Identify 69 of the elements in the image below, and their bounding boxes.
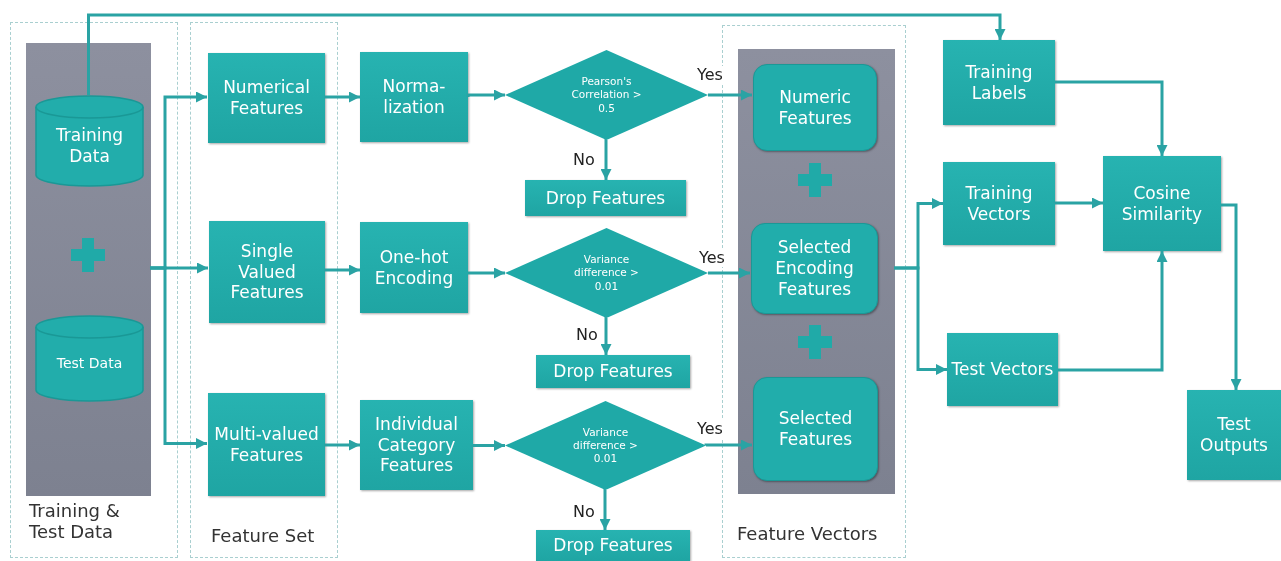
process-box <box>525 180 686 216</box>
decision-label: Variance difference > 0.01 <box>572 425 639 466</box>
arrow <box>466 89 505 101</box>
database-label: Test Data <box>55 354 124 373</box>
rounded-process-box <box>753 377 878 481</box>
edge-label: Yes <box>698 249 726 267</box>
box-label: Selected Features <box>777 408 854 450</box>
box-label: Numeric Features <box>777 86 853 129</box>
box-label: Training Vectors <box>964 182 1034 225</box>
process-box <box>360 222 468 313</box>
box-label: Single Valued Features <box>229 240 305 304</box>
edge-label: Yes <box>696 66 724 84</box>
box-label: Test Outputs <box>1199 414 1269 456</box>
process-box <box>1187 390 1281 480</box>
arrow <box>600 316 612 355</box>
arrow <box>704 439 752 451</box>
process-box <box>943 40 1055 125</box>
box-label: Selected Encoding Features <box>774 237 855 300</box>
box-label: One-hot Encoding <box>373 246 455 289</box>
box-label: Training Labels <box>964 61 1034 104</box>
process-box <box>208 53 325 143</box>
decision-label: Variance difference > 0.01 <box>573 253 640 293</box>
dashed-group-frame <box>10 22 178 558</box>
box-label: Norma-lization <box>381 76 447 118</box>
process-box <box>536 355 690 388</box>
arrow <box>599 488 611 530</box>
box-label: Numerical Features <box>222 77 311 119</box>
panel-background <box>26 43 151 496</box>
arrow <box>1055 80 1168 156</box>
arrow <box>324 264 360 276</box>
arrow <box>1058 251 1168 372</box>
edge-label: Yes <box>696 420 724 438</box>
rounded-process-box <box>751 223 878 314</box>
group-title: Training & Test Data <box>29 501 121 543</box>
process-box <box>536 530 690 561</box>
arrow <box>150 266 207 449</box>
arrow <box>87 13 1006 95</box>
box-label: Drop Features <box>552 361 674 382</box>
database-label: Training Data <box>54 125 125 167</box>
arrow <box>468 267 505 279</box>
arrow <box>894 266 947 375</box>
dashed-group-frame <box>722 25 906 558</box>
arrow <box>471 440 505 451</box>
arrow <box>1221 203 1242 390</box>
process-box <box>209 221 325 323</box>
arrow <box>600 138 612 180</box>
process-box <box>943 162 1055 245</box>
arrow <box>324 439 360 451</box>
arrow <box>708 89 752 101</box>
panel-background <box>738 49 895 494</box>
box-label: Individual Category Features <box>374 413 459 477</box>
group-title: Feature Set <box>211 526 316 547</box>
group-title: Feature Vectors <box>737 524 879 545</box>
decision-label: Pearson's Correlation > 0.5 <box>570 75 643 115</box>
arrow <box>1053 197 1103 209</box>
process-box <box>360 52 468 142</box>
process-box <box>1103 156 1221 251</box>
process-box <box>208 393 325 496</box>
process-box <box>360 400 473 490</box>
rounded-process-box <box>753 64 877 151</box>
box-label: Drop Features <box>552 535 674 556</box>
arrow <box>708 267 750 279</box>
box-label: Multi-valued Features <box>213 423 320 466</box>
arrow <box>324 91 360 103</box>
dashed-group-frame <box>190 22 338 558</box>
process-box <box>947 333 1058 406</box>
box-label: Cosine Similarity <box>1120 182 1204 225</box>
box-label: Drop Features <box>544 187 667 209</box>
box-label: Test Vectors <box>950 359 1055 380</box>
